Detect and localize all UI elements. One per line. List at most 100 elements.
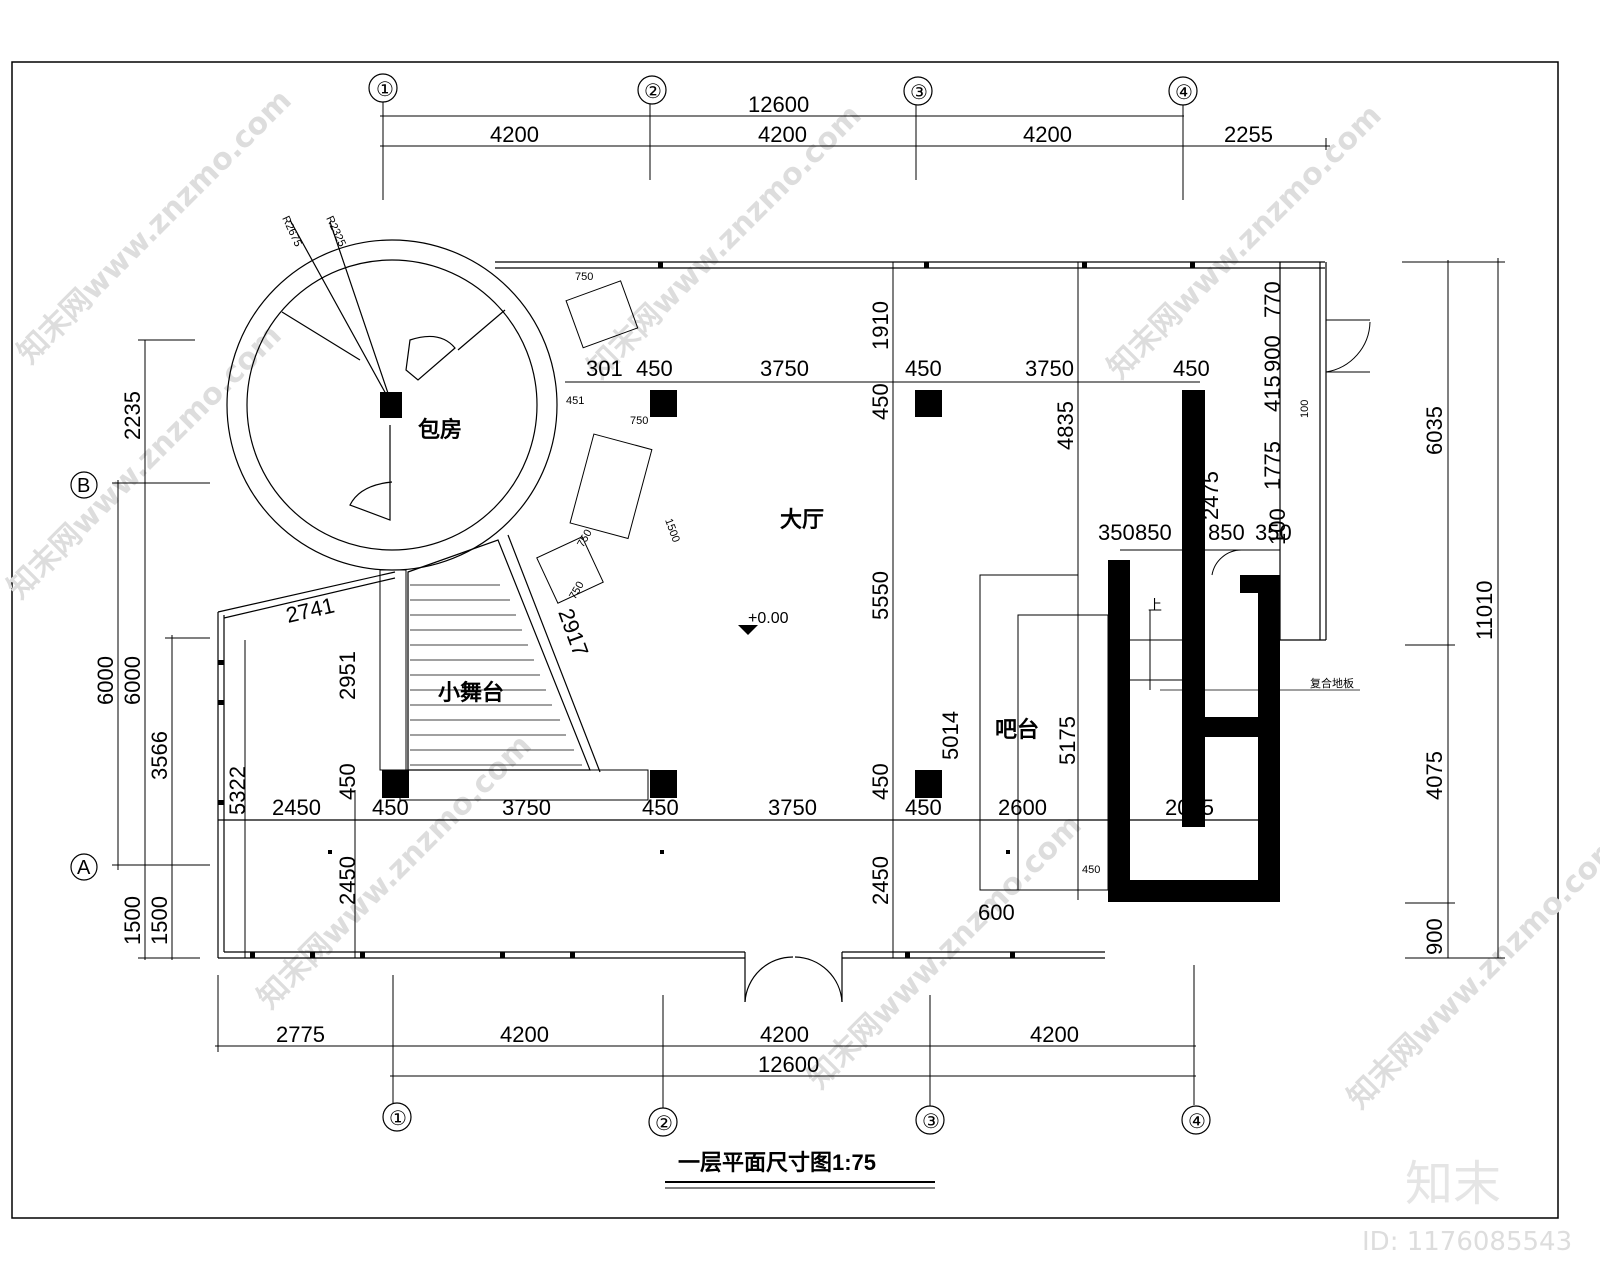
dim-sofa-1500: 1500 xyxy=(662,517,682,544)
watermark-text: 知末网www.znzmo.com xyxy=(1341,828,1600,1116)
room-label-private: 包房 xyxy=(418,417,462,442)
dim-top-total: 12600 xyxy=(748,92,809,117)
dim-450-small: 450 xyxy=(1082,864,1100,876)
dim-451: 451 xyxy=(566,395,584,407)
dim-upper-3750-a: 3750 xyxy=(760,356,809,381)
dim-sofa-750-a: 750 xyxy=(575,271,593,283)
dim-v-2450-left: 2450 xyxy=(335,856,360,905)
brand-logo: 知末 xyxy=(1405,1156,1501,1212)
axis-label-a: A xyxy=(77,857,91,879)
radius-label-r2325: R2325 xyxy=(323,214,348,248)
image-id: ID: 1176085543 xyxy=(1362,1227,1572,1257)
axis-label-4-bottom: ④ xyxy=(1188,1111,1206,1133)
dim-right-6035: 6035 xyxy=(1422,406,1447,455)
dim-sofa-750-d: 750 xyxy=(567,580,587,602)
dim-sofa-750-b: 750 xyxy=(630,415,648,427)
dim-top-bay-4: 2255 xyxy=(1224,122,1273,147)
axis-label-3-top: ③ xyxy=(910,82,928,104)
axis-label-1-top: ① xyxy=(376,79,394,101)
dim-lower-2450: 2450 xyxy=(272,795,321,820)
room-label-hall: 大厅 xyxy=(780,507,824,532)
dim-lower-2035: 2035 xyxy=(1165,795,1214,820)
dim-left-2235: 2235 xyxy=(120,391,145,440)
top-dimension-lines xyxy=(380,100,1330,200)
dim-v-100-a: 100 xyxy=(1299,400,1311,418)
dim-v-1775: 1775 xyxy=(1260,441,1285,490)
small-stage xyxy=(407,534,601,773)
dim-top-bay-2: 4200 xyxy=(758,122,807,147)
dim-v-5322: 5322 xyxy=(225,766,250,815)
dim-stair-850-b: 850 xyxy=(1208,520,1245,545)
stage-partition xyxy=(379,569,407,771)
dim-bottom-bay-3: 4200 xyxy=(760,1022,809,1047)
dim-upper-450-a: 450 xyxy=(636,356,673,381)
axis-label-3-bottom: ③ xyxy=(922,1111,940,1133)
main-entrance-door xyxy=(744,952,843,1003)
dim-v-900: 900 xyxy=(1260,335,1285,372)
dim-600: 600 xyxy=(978,900,1015,925)
stage-hatch xyxy=(410,584,582,766)
floor-note: 复合地板 xyxy=(1310,676,1354,690)
dim-sofa-750-c: 750 xyxy=(575,528,595,550)
dim-stair-850-a: 850 xyxy=(1135,520,1172,545)
bottom-dimension-lines xyxy=(215,965,1196,1110)
stair-core-walls xyxy=(1108,395,1280,902)
drawing-frame xyxy=(11,61,1559,1219)
axis-label-2-top: ② xyxy=(644,81,662,103)
dim-lower-450-c: 450 xyxy=(905,795,942,820)
dim-v-2951: 2951 xyxy=(335,651,360,700)
dim-lower-2600: 2600 xyxy=(998,795,1047,820)
dim-bottom-bay-1: 2775 xyxy=(276,1022,325,1047)
dim-left-6000-inner: 6000 xyxy=(120,656,145,705)
dim-left-1500-outer: 1500 xyxy=(120,896,145,945)
dim-stair-350-a: 350 xyxy=(1098,520,1135,545)
dim-left-1500-inner: 1500 xyxy=(147,896,172,945)
dim-right-900: 900 xyxy=(1422,918,1447,955)
dim-upper-450-c: 450 xyxy=(1173,356,1210,381)
dim-v-450-c: 450 xyxy=(335,763,360,800)
radius-label-r2675: R2675 xyxy=(279,214,304,248)
dim-top-bay-1: 4200 xyxy=(490,122,539,147)
dim-lower-3750-a: 3750 xyxy=(502,795,551,820)
sofas xyxy=(536,280,653,604)
dim-upper-450-b: 450 xyxy=(905,356,942,381)
dim-v-450-a: 450 xyxy=(868,383,893,420)
dim-upper-3750-b: 3750 xyxy=(1025,356,1074,381)
stair-up-label: 上 xyxy=(1148,597,1162,613)
dim-v-5014: 5014 xyxy=(938,711,963,760)
dim-upper-301: 301 xyxy=(586,356,623,381)
axis-label-b: B xyxy=(77,475,90,497)
dim-right-total: 11010 xyxy=(1472,580,1497,640)
dim-right-4075: 4075 xyxy=(1422,751,1447,800)
dim-lower-450-a: 450 xyxy=(372,795,409,820)
dim-v-770: 770 xyxy=(1260,281,1285,318)
dim-bottom-total: 12600 xyxy=(758,1052,819,1077)
drawing-title: 一层平面尺寸图1:75 xyxy=(678,1150,876,1175)
dim-v-450-b: 450 xyxy=(868,763,893,800)
right-dimension-lines xyxy=(1402,258,1505,959)
dim-bottom-bay-4: 4200 xyxy=(1030,1022,1079,1047)
axis-bubbles xyxy=(70,73,1211,1137)
watermark-layer: 知末网www.znzmo.com 知末网www.znzmo.com 知末网www… xyxy=(1,83,1600,1116)
room-label-stage: 小舞台 xyxy=(438,680,504,705)
dim-top-bay-3: 4200 xyxy=(1023,122,1072,147)
column xyxy=(380,392,402,418)
dim-v-100-b: 100 xyxy=(1265,508,1290,545)
room-label-bar: 吧台 xyxy=(995,717,1039,742)
dim-v-4835: 4835 xyxy=(1053,401,1078,450)
stair-door xyxy=(1120,549,1280,576)
dim-left-6000-outer: 6000 xyxy=(93,656,118,705)
dim-diag-2917: 2917 xyxy=(553,605,593,660)
dim-diag-2741: 2741 xyxy=(284,593,337,628)
axis-label-1-bottom: ① xyxy=(389,1108,407,1130)
dim-v-5550: 5550 xyxy=(868,571,893,620)
dim-v-2450-mid: 2450 xyxy=(868,856,893,905)
elevation-mark: +0.00 xyxy=(748,610,789,627)
dim-v-415: 415 xyxy=(1260,375,1285,412)
dim-v-1910: 1910 xyxy=(868,301,893,350)
dim-v-5175: 5175 xyxy=(1055,716,1080,765)
elevation-triangle-icon xyxy=(738,625,758,635)
left-dimension-lines xyxy=(112,339,210,960)
dim-stair-350-b: 350 xyxy=(1255,520,1292,545)
